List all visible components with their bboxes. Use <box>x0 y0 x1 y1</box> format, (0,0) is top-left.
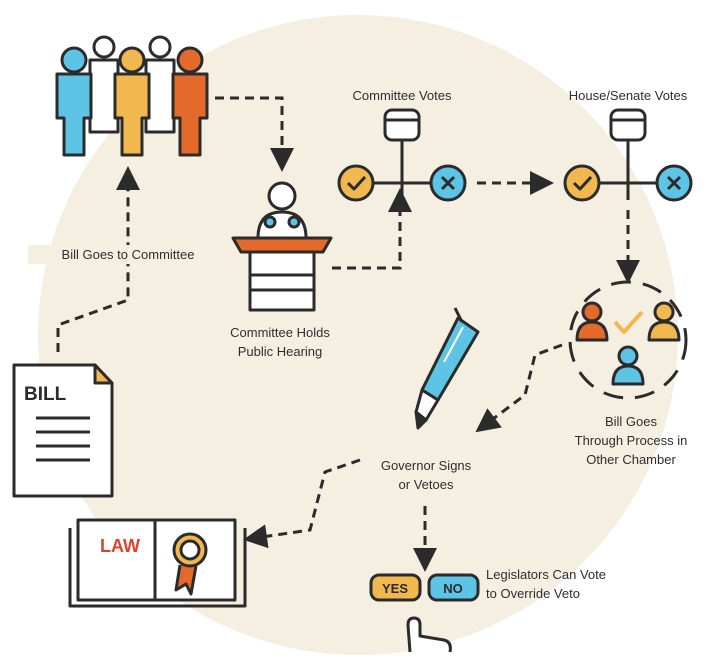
committee-group-icon <box>55 35 209 157</box>
committee-votes-icon <box>337 108 467 202</box>
override-line-2: to Override Veto <box>486 586 580 601</box>
committee-votes-label: Committee Votes <box>352 88 452 103</box>
other-chamber-line-1: Bill Goes <box>604 414 658 429</box>
governor-pen-icon <box>414 307 480 430</box>
house-senate-votes-icon <box>563 108 693 202</box>
governor-line-2: or Vetoes <box>398 477 454 492</box>
override-label: Legislators Can Vote to Override Veto <box>486 565 646 603</box>
public-hearing-label: Committee Holds Public Hearing <box>200 323 360 361</box>
governor-label: Governor Signs or Vetoes <box>356 456 496 494</box>
yes-button-icon <box>369 573 422 602</box>
house-senate-votes-label: House/Senate Votes <box>568 88 688 103</box>
background-circle <box>38 15 678 655</box>
governor-line-1: Governor Signs <box>380 458 472 473</box>
arrow-bill-to-committee <box>56 166 140 352</box>
yes-word: YES <box>382 581 408 596</box>
pointing-hand-icon <box>406 616 452 653</box>
bill-document-icon: BILL <box>12 363 114 498</box>
law-book-icon: LAW <box>68 518 247 608</box>
arrow-hearing-to-committee-votes <box>332 188 412 270</box>
yes-no-override-icon: YES NO <box>369 573 480 653</box>
override-line-1: Legislators Can Vote <box>486 567 606 582</box>
arrow-committee-to-hearing <box>215 96 294 172</box>
public-hearing-line-1: Committee Holds <box>230 325 330 340</box>
other-chamber-icon <box>568 280 688 400</box>
arrow-other-chamber-to-governor <box>475 343 563 433</box>
public-hearing-podium-icon <box>231 181 333 312</box>
award-seal-icon <box>172 532 208 596</box>
bill-to-committee-label: Bill Goes to Committee <box>28 245 228 264</box>
bill-word: BILL <box>24 384 67 405</box>
no-word: NO <box>443 581 463 596</box>
law-word: LAW <box>100 536 140 556</box>
other-chamber-line-3: Other Chamber <box>586 452 676 467</box>
other-chamber-label: Bill Goes Through Process in Other Chamb… <box>556 412 706 469</box>
public-hearing-line-2: Public Hearing <box>237 344 323 359</box>
other-chamber-line-2: Through Process in <box>574 433 688 448</box>
no-button-icon <box>427 573 480 602</box>
arrow-governor-to-law <box>243 458 361 549</box>
